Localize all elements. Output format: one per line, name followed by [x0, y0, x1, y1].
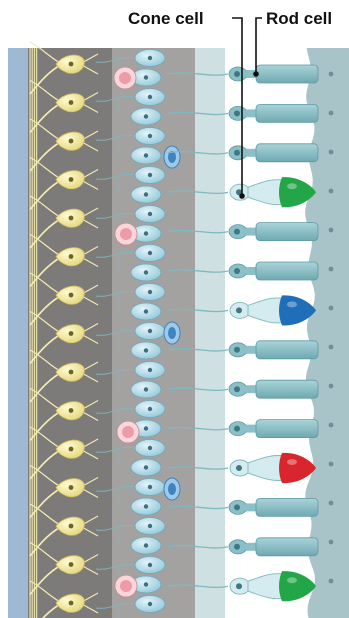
pigment-granule [329, 384, 334, 389]
bipolar-cell-icon [131, 264, 161, 281]
bipolar-cell-icon [135, 557, 165, 574]
bipolar-cell-icon [135, 401, 165, 418]
bipolar-cell-icon [135, 284, 165, 301]
bipolar-cell-icon [135, 245, 165, 262]
cone-cell-leader-dot [239, 193, 245, 199]
cone-cell-label: Cone cell [128, 9, 204, 28]
pigment-granule [329, 267, 334, 272]
bipolar-cell-icon [135, 89, 165, 106]
outer-nuclear-layer-band [195, 48, 225, 618]
horizontal-cell-icon [115, 575, 137, 597]
pigment-epithelium [305, 48, 349, 618]
bipolar-cell-icon [131, 147, 161, 164]
pigment-granule [329, 306, 334, 311]
bipolar-cell-icon [135, 479, 165, 496]
bipolar-cell-icon [135, 128, 165, 145]
bipolar-cell-icon [135, 362, 165, 379]
bipolar-cell-icon [131, 108, 161, 125]
horizontal-cell-icon [114, 67, 136, 89]
pigment-granule [329, 423, 334, 428]
bipolar-cell-icon [131, 537, 161, 554]
horizontal-cell-icon [115, 223, 137, 245]
horizontal-cell-icon [117, 421, 139, 443]
pigment-granule [329, 189, 334, 194]
bipolar-cell-icon [135, 596, 165, 613]
bipolar-cell-icon [135, 167, 165, 184]
bipolar-cell-icon [135, 50, 165, 67]
bipolar-cell-icon [131, 303, 161, 320]
bipolar-cell-icon [131, 342, 161, 359]
rod-cell-leader-dot [253, 71, 259, 77]
photoreceptor-space [225, 48, 310, 618]
pigment-granule [329, 345, 334, 350]
pigment-granule [329, 150, 334, 155]
amacrine-cell-icon [164, 146, 180, 168]
pigment-granule [329, 72, 334, 77]
pigment-granule [329, 462, 334, 467]
bipolar-cell-icon [131, 498, 161, 515]
bipolar-cell-icon [135, 440, 165, 457]
pigment-granule [329, 579, 334, 584]
left-edge-strip [8, 48, 28, 618]
pigment-granule [329, 111, 334, 116]
bipolar-cell-icon [131, 381, 161, 398]
bipolar-cell-icon [135, 518, 165, 535]
pigment-granule [329, 501, 334, 506]
pigment-granule [329, 540, 334, 545]
amacrine-cell-icon [164, 322, 180, 344]
bipolar-cell-icon [131, 186, 161, 203]
rod-cell-label: Rod cell [266, 9, 332, 28]
bipolar-cell-icon [131, 459, 161, 476]
bipolar-cell-icon [135, 323, 165, 340]
ganglion-cells [56, 55, 84, 612]
bipolar-cell-icon [135, 206, 165, 223]
amacrine-cell-icon [164, 478, 180, 500]
pigment-granule [329, 228, 334, 233]
